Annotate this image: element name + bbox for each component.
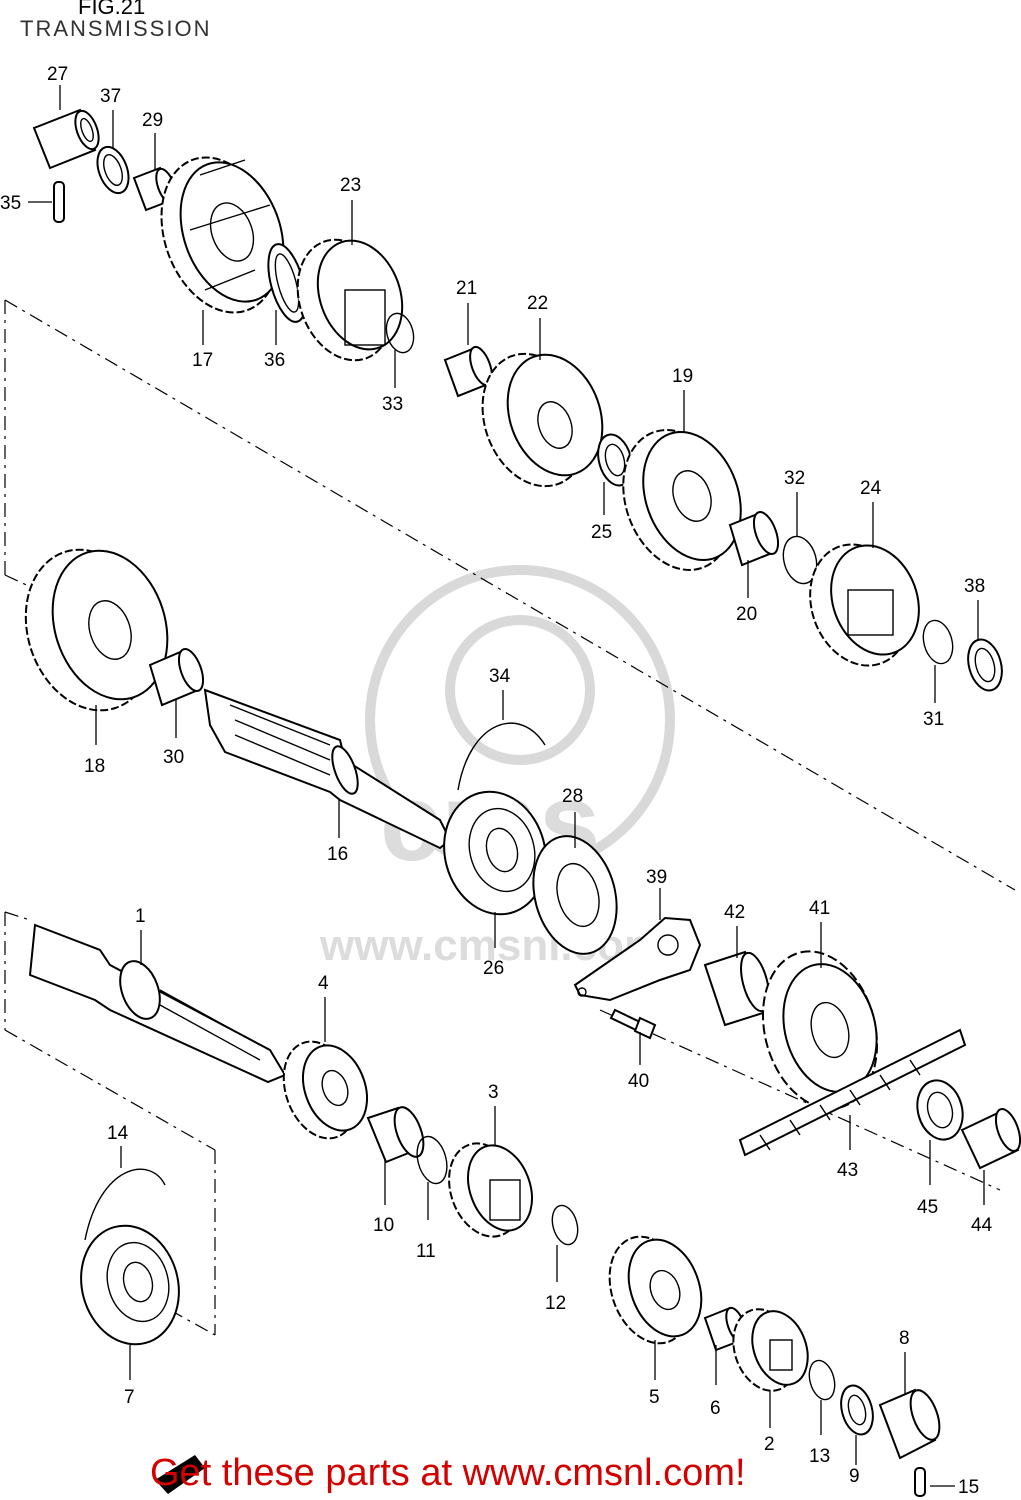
part-37-washer bbox=[96, 145, 130, 195]
diagram-title: TRANSMISSION bbox=[20, 16, 212, 41]
callout-26: 26 bbox=[483, 958, 504, 979]
callout-16: 16 bbox=[327, 844, 348, 865]
part-42-spacer bbox=[703, 950, 770, 1027]
part-45-washer bbox=[916, 1079, 964, 1141]
part-30-bushing bbox=[148, 648, 205, 707]
callout-7: 7 bbox=[124, 1387, 135, 1408]
part-16-drive-shaft bbox=[203, 688, 452, 850]
callouts: 27 37 29 35 17 36 23 33 21 22 25 19 20 3… bbox=[0, 64, 993, 1498]
part-20-bushing bbox=[728, 511, 780, 567]
callout-8: 8 bbox=[899, 1328, 910, 1349]
part-40-bolt bbox=[609, 1008, 657, 1040]
callout-20: 20 bbox=[736, 604, 757, 625]
callout-40: 40 bbox=[628, 1071, 649, 1092]
callout-44: 44 bbox=[971, 1215, 993, 1236]
callout-27: 27 bbox=[47, 64, 68, 85]
part-7-bearing bbox=[80, 1224, 180, 1346]
callout-18: 18 bbox=[84, 756, 105, 777]
part-5-gear bbox=[608, 1235, 703, 1345]
callout-13: 13 bbox=[809, 1446, 830, 1467]
callout-45: 45 bbox=[917, 1197, 938, 1218]
part-11-circlip bbox=[416, 1135, 448, 1185]
part-21-bushing bbox=[443, 345, 493, 398]
callout-41: 41 bbox=[809, 898, 830, 919]
callout-42: 42 bbox=[724, 902, 745, 923]
callout-30: 30 bbox=[163, 747, 184, 768]
part-10-bushing bbox=[366, 1106, 425, 1164]
part-22-gear bbox=[481, 352, 604, 488]
part-14-ring bbox=[84, 1168, 166, 1241]
part-18-gear bbox=[24, 548, 169, 712]
callout-39: 39 bbox=[646, 867, 667, 888]
part-38-washer bbox=[967, 638, 1003, 692]
callout-43: 43 bbox=[837, 1160, 858, 1181]
part-25-washer bbox=[597, 433, 633, 487]
callout-34: 34 bbox=[489, 666, 511, 687]
callout-33: 33 bbox=[382, 394, 403, 415]
callout-1: 1 bbox=[135, 906, 146, 927]
callout-12: 12 bbox=[545, 1293, 566, 1314]
part-44-spacer bbox=[960, 1108, 1021, 1170]
part-1-counter-shaft bbox=[28, 923, 287, 1084]
arrow-badge-icon bbox=[155, 1455, 205, 1494]
promo-link[interactable]: Get these parts at www.cmsnl.com! bbox=[150, 1452, 746, 1494]
callout-22: 22 bbox=[527, 293, 548, 314]
part-33-circlip bbox=[385, 312, 415, 354]
callout-28: 28 bbox=[562, 786, 583, 807]
part-28-oil-seal bbox=[532, 835, 618, 955]
callout-29: 29 bbox=[142, 110, 163, 131]
callout-31: 31 bbox=[923, 709, 944, 730]
callout-19: 19 bbox=[672, 366, 693, 387]
part-43-chain bbox=[738, 1028, 967, 1157]
part-2-gear bbox=[732, 1308, 809, 1392]
callout-4: 4 bbox=[318, 973, 329, 994]
part-8-bearing bbox=[878, 1388, 941, 1460]
part-19-gear bbox=[622, 429, 742, 571]
callout-21: 21 bbox=[456, 278, 477, 299]
callout-38: 38 bbox=[964, 576, 985, 597]
part-26-bearing bbox=[443, 790, 547, 916]
callout-9: 9 bbox=[849, 1466, 860, 1487]
callout-23: 23 bbox=[340, 175, 361, 196]
callout-36: 36 bbox=[264, 350, 285, 371]
part-13-circlip bbox=[808, 1359, 836, 1401]
callout-5: 5 bbox=[649, 1387, 660, 1408]
part-24-gear bbox=[809, 543, 920, 667]
callout-11: 11 bbox=[416, 1241, 436, 1262]
callout-32: 32 bbox=[784, 468, 805, 489]
part-9-washer bbox=[840, 1384, 874, 1436]
callout-15: 15 bbox=[958, 1477, 979, 1498]
callout-6: 6 bbox=[710, 1398, 721, 1419]
part-4-gear bbox=[282, 1040, 368, 1140]
part-17-gear bbox=[160, 156, 285, 314]
part-39-plate bbox=[573, 916, 702, 1002]
figure-number: FIG.21 bbox=[78, 0, 146, 19]
part-41-sprocket bbox=[761, 950, 879, 1110]
callout-17: 17 bbox=[192, 350, 213, 371]
callout-3: 3 bbox=[488, 1082, 499, 1103]
part-35-pin bbox=[53, 181, 65, 223]
part-15-pin bbox=[914, 1467, 926, 1497]
callout-2: 2 bbox=[764, 1434, 775, 1455]
callout-24: 24 bbox=[860, 478, 882, 499]
part-32-circlip bbox=[782, 535, 818, 585]
part-12-circlip bbox=[551, 1204, 579, 1246]
callout-37: 37 bbox=[100, 86, 121, 107]
part-27-bearing bbox=[32, 108, 100, 170]
callout-25: 25 bbox=[591, 522, 612, 543]
callout-14: 14 bbox=[107, 1123, 129, 1144]
callout-35: 35 bbox=[0, 193, 21, 214]
part-34-ring bbox=[457, 722, 546, 791]
callout-10: 10 bbox=[373, 1215, 394, 1236]
part-3-gear bbox=[448, 1142, 533, 1238]
part-31-circlip bbox=[922, 619, 954, 665]
part-23-gear bbox=[296, 238, 404, 362]
